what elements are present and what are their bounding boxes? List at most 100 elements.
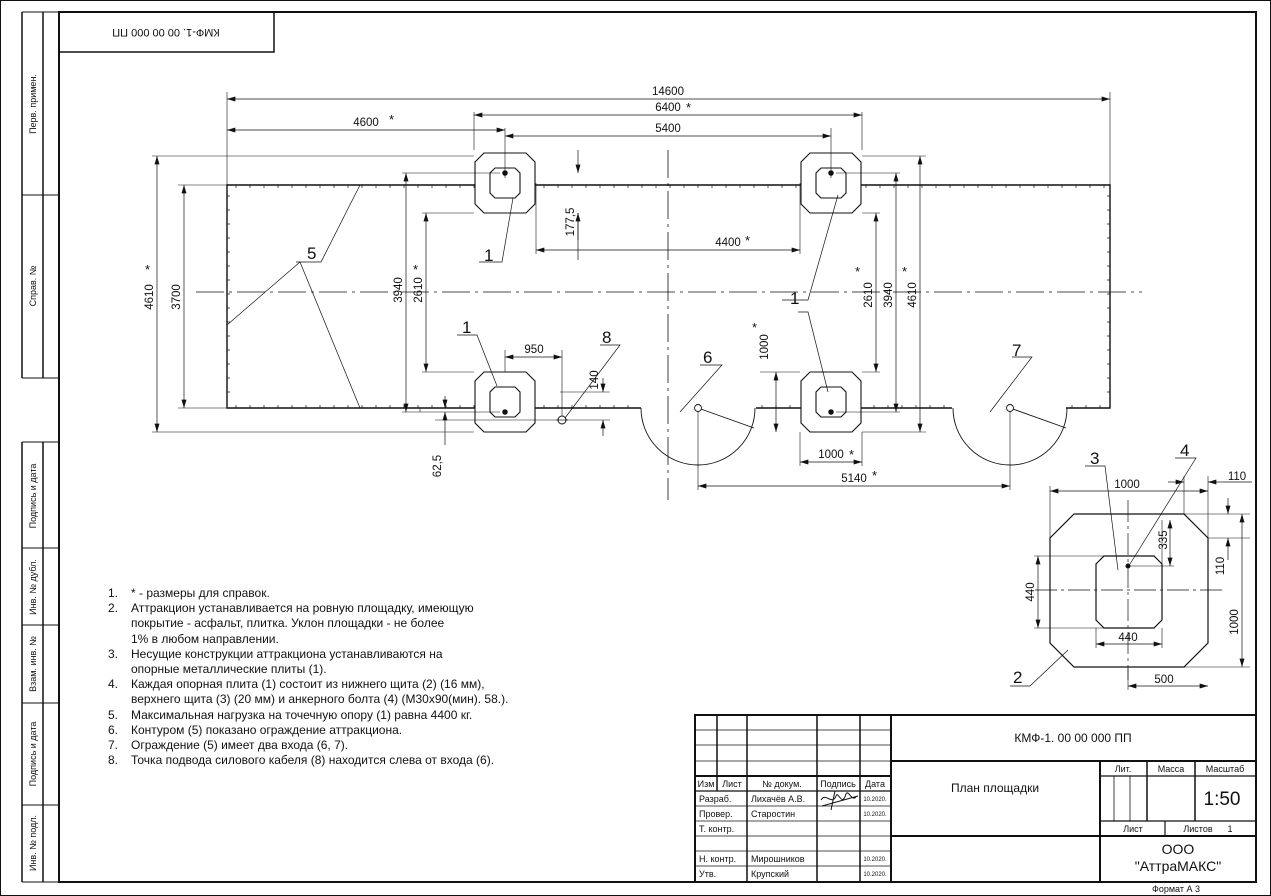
note-item: 4.Каждая опорная плита (1) состоит из ни…	[108, 677, 578, 707]
support-plate	[474, 152, 536, 214]
note-number: 8.	[108, 753, 119, 768]
tb-person: Мирошников	[751, 854, 805, 864]
dim-3940-left: 3940	[393, 277, 405, 303]
callout-entrance-6: 6	[703, 348, 712, 367]
tb-lit: Лит.	[1115, 764, 1132, 774]
dim-4600: 4600	[353, 117, 379, 129]
callout-fence: 5	[307, 244, 316, 263]
tb-col-docnum: № докум.	[762, 779, 802, 789]
ref-star: *	[849, 447, 854, 462]
note-item: 3. Несущие конструкции аттракциона устана…	[108, 647, 578, 677]
tb-scale: 1:50	[1204, 789, 1241, 810]
reference-stars: * * * * * * * * * *	[145, 100, 907, 483]
side-label-perv: Перв. примен.	[28, 74, 38, 134]
callout-plate-1: 1	[484, 246, 493, 265]
detail-center-lines	[1035, 500, 1222, 680]
dim-overall: 14600	[652, 86, 684, 98]
fence-outline	[226, 184, 1111, 409]
tb-scale-label: Масштаб	[1206, 764, 1245, 774]
tb-mass: Масса	[1158, 764, 1185, 774]
detail-dim-1000-top: 1000	[1114, 479, 1140, 491]
note-number: 6.	[108, 722, 119, 737]
dim-1000-v: 1000	[759, 334, 771, 360]
tb-org-line1: ООО	[1162, 841, 1195, 857]
detail-dim-110-right: 110	[1215, 557, 1227, 575]
side-label-sprav: Справ. №	[28, 265, 38, 306]
detail-dimension-texts: 1000 110 335 110 440 440 1000 500	[1025, 471, 1246, 686]
note-text: Аттракцион устанавливается на ровную пло…	[131, 601, 474, 646]
ref-star: *	[902, 264, 907, 279]
note-item: 1.* - размеры для справок.	[108, 586, 578, 601]
detail-callouts: 3 4 2	[1013, 441, 1189, 687]
tb-org-line2: "АттраМАКС"	[1135, 858, 1222, 874]
note-number: 1.	[108, 586, 119, 600]
tb-col-list: Лист	[722, 779, 742, 789]
side-label-inv-dubl: Инв. № дубл.	[28, 559, 38, 615]
detail-dim-335: 335	[1158, 530, 1170, 549]
tb-name: План площадки	[951, 781, 1039, 795]
callout-cable: 8	[602, 328, 611, 347]
note-item: 8. Точка подвода силового кабеля (8) нахо…	[108, 753, 578, 768]
dim-1000-h: 1000	[818, 449, 844, 461]
dim-3940-right: 3940	[883, 282, 895, 308]
dim-6400: 6400	[655, 102, 681, 114]
tb-person: Старостин	[751, 809, 795, 819]
ref-star: *	[686, 100, 691, 115]
note-number: 3.	[108, 646, 119, 661]
note-number: 5.	[108, 707, 119, 722]
dim-5140: 5140	[841, 473, 867, 485]
side-label-inv-podl: Инв. № подл.	[28, 815, 38, 871]
designation-mirrored: КМФ-1. 00 00 000 ПП	[112, 26, 220, 38]
tb-role: Н. контр.	[699, 854, 736, 864]
dim-950: 950	[524, 344, 543, 356]
upper-plate	[1095, 555, 1163, 629]
dim-2610-right: 2610	[863, 282, 875, 308]
tb-format: Формат А 3	[1152, 884, 1200, 894]
dim-3700: 3700	[171, 284, 183, 310]
tb-sheets-count: 1	[1227, 824, 1232, 834]
note-item: 6.Контуром (5) показано ограждение аттра…	[108, 723, 578, 738]
extension-lines	[152, 92, 1111, 490]
ref-star: *	[145, 262, 150, 277]
tb-role: Разраб.	[699, 794, 731, 804]
tb-sheet: Лист	[1123, 824, 1143, 834]
tb-designation: КМФ-1. 00 00 000 ПП	[1014, 731, 1131, 745]
dimension-texts: 14600 6400 4600 5400 4400 177,5 4610 370…	[144, 86, 919, 485]
detail-short-arrows	[1168, 479, 1252, 560]
tb-role: Утв.	[699, 869, 716, 879]
dim-4400: 4400	[715, 237, 741, 249]
ref-star: *	[413, 262, 418, 277]
tb-date: 10.2020.	[863, 857, 887, 863]
tb-person: Лихачёв А.В.	[751, 794, 805, 804]
dimension-lines	[154, 96, 1110, 489]
note-text: Несущие конструкции аттракциона устанавл…	[131, 646, 443, 677]
note-number: 7.	[108, 738, 119, 753]
note-item: 5.Максимальная нагрузка на точечную опор…	[108, 708, 578, 723]
tb-role: Провер.	[699, 809, 733, 819]
support-plate	[800, 152, 862, 214]
plate-detail: 1000 110 335 110 440 440 1000 500 3 4 2	[1010, 441, 1252, 690]
leader-lines	[226, 184, 1033, 419]
callout-plate-2: 1	[790, 289, 799, 308]
side-label-podp2: Подпись и дата	[28, 722, 38, 787]
callout-plate-3: 1	[462, 318, 471, 337]
side-label-vzam: Взам. инв. №	[28, 636, 38, 692]
note-text: Точка подвода силового кабеля (8) находи…	[131, 753, 495, 768]
detail-dim-440-left: 440	[1025, 582, 1037, 601]
short-dimension-arrows	[442, 150, 606, 445]
dim-140: 140	[589, 370, 601, 389]
tb-col-date: Дата	[865, 779, 885, 789]
fence-ticks	[227, 185, 1110, 408]
dim-4610-right: 4610	[907, 282, 919, 308]
tb-date: 10.2020.	[863, 812, 887, 818]
ref-star: *	[389, 112, 394, 127]
ref-star: *	[855, 264, 860, 279]
support-plate	[474, 371, 536, 433]
callout-anchor-bolt: 4	[1180, 441, 1189, 460]
detail-dim-110-top: 110	[1228, 471, 1246, 483]
tb-col-sign: Подпись	[820, 779, 856, 789]
dim-5400: 5400	[655, 123, 681, 135]
callout-lower-plate: 2	[1013, 668, 1022, 687]
signature	[820, 790, 859, 811]
